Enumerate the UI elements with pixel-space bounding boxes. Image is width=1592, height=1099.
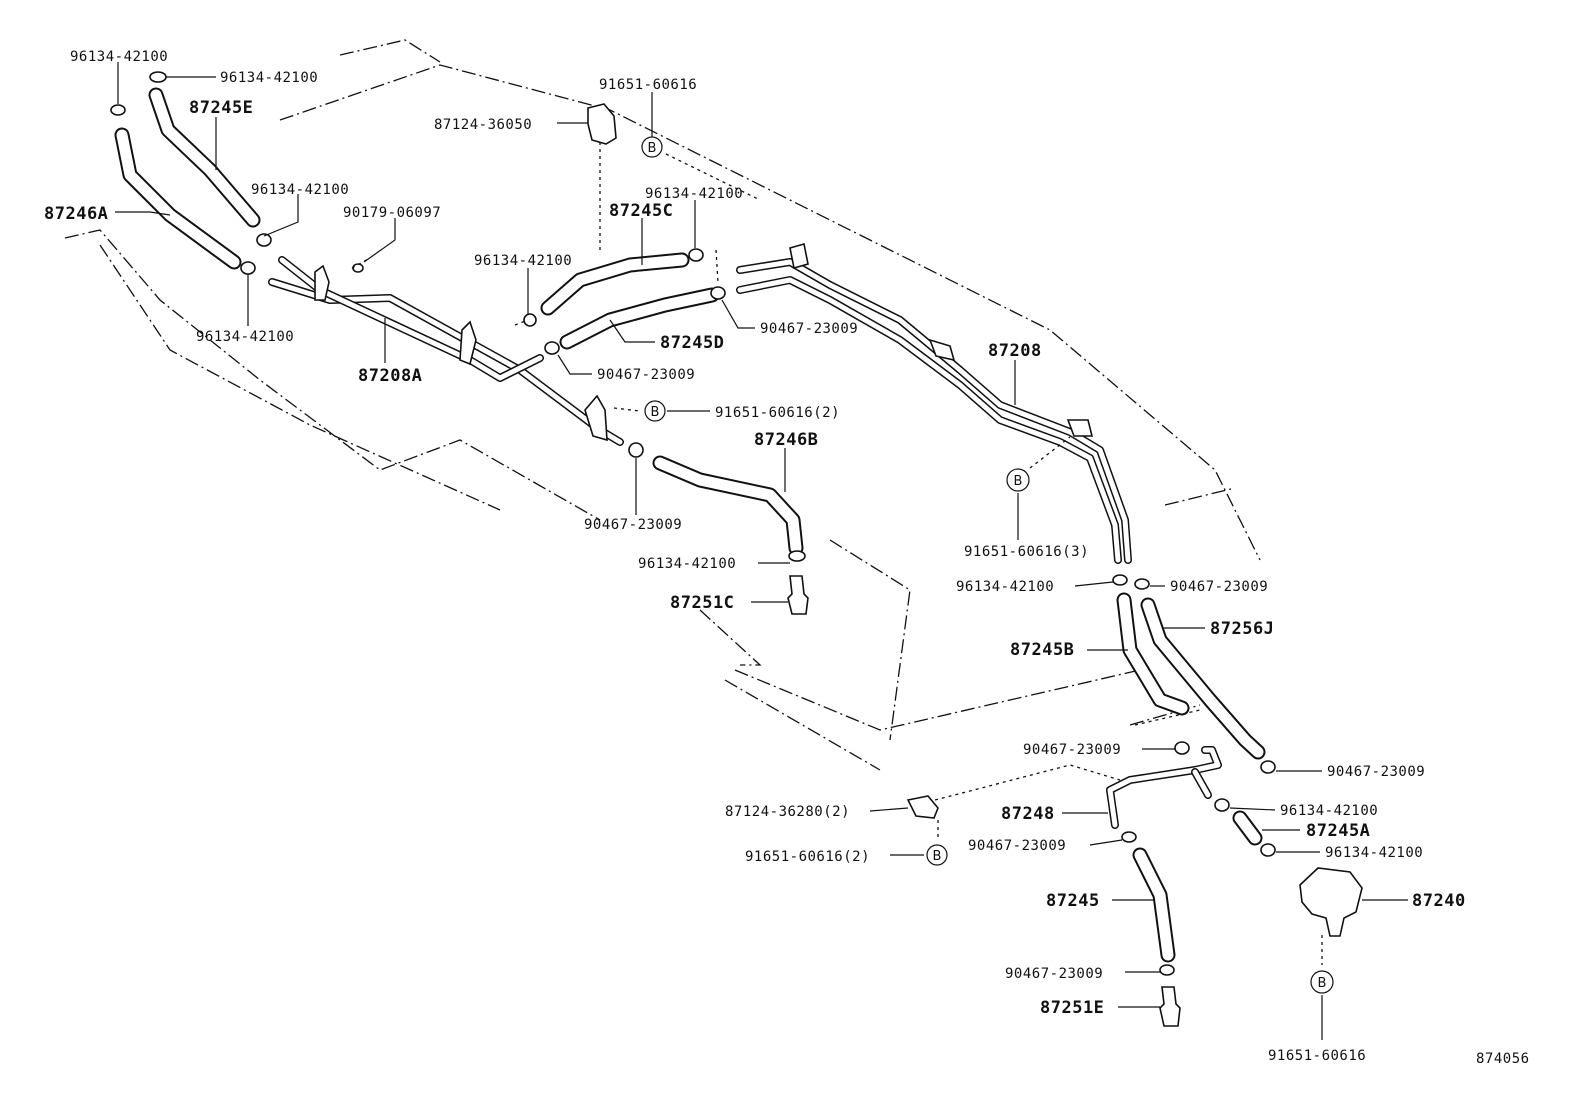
- svg-text:B: B: [651, 405, 660, 420]
- pipe-87208A: [268, 256, 624, 446]
- part-label: 90467-23009: [1327, 764, 1425, 780]
- clamp: [110, 104, 126, 116]
- clamp: [1214, 798, 1230, 812]
- part-label: 87245E: [189, 98, 253, 118]
- clamp: [352, 263, 364, 273]
- part-label: 91651-60616(2): [745, 849, 870, 865]
- clamp: [1260, 760, 1276, 774]
- part-label: 96134-42100: [645, 186, 743, 202]
- pipe-87208: [736, 242, 1132, 564]
- part-label: 90467-23009: [1005, 966, 1103, 982]
- part-label: 96134-42100: [638, 556, 736, 572]
- part-label: 96134-42100: [220, 70, 318, 86]
- pipe-bracket-b: [584, 394, 608, 442]
- part-label: 96134-42100: [1325, 845, 1423, 861]
- part-label: 96134-42100: [251, 182, 349, 198]
- part-label: 87246B: [754, 430, 818, 450]
- clamp: [1121, 831, 1137, 843]
- valve-87240: [1299, 867, 1363, 937]
- b-callout-icon: B: [1006, 468, 1030, 492]
- part-label: 91651-60616: [1268, 1048, 1366, 1064]
- leader-lines: [115, 62, 1408, 1040]
- part-label: 90467-23009: [1023, 742, 1121, 758]
- part-label: 90467-23009: [584, 517, 682, 533]
- part-label: 90467-23009: [968, 838, 1066, 854]
- parts: [587, 103, 1363, 1027]
- part-label: 87251C: [670, 593, 734, 613]
- part-label: 87245A: [1306, 821, 1370, 841]
- part-label: 91651-60616(2): [715, 405, 840, 421]
- reference-lines: [351, 142, 1323, 965]
- b-callout-icon: B: [926, 844, 948, 866]
- svg-text:B: B: [648, 141, 657, 156]
- bracket-87124-36050: [587, 103, 617, 145]
- part-label: 91651-60616(3): [964, 544, 1089, 560]
- union-87251E: [1159, 986, 1181, 1027]
- clamp: [544, 341, 560, 355]
- clamp: [1159, 964, 1175, 976]
- clamp: [1134, 578, 1150, 590]
- clamp: [240, 261, 256, 275]
- pipe-bracket-r3: [1066, 419, 1094, 437]
- part-label: 87124-36280(2): [725, 804, 850, 820]
- bracket-87124-36280: [906, 795, 939, 819]
- clamp: [628, 442, 644, 458]
- part-label: 96134-42100: [196, 329, 294, 345]
- part-label: 87124-36050: [434, 117, 532, 133]
- part-label: 87248: [1001, 804, 1055, 824]
- part-labels: 96134-42100 96134-42100 87245E 87246A 96…: [44, 49, 1530, 1067]
- clamp: [1174, 741, 1190, 755]
- body-outline: [64, 39, 1261, 771]
- b-callout-icon: B: [644, 400, 666, 422]
- union-87251C: [787, 575, 809, 615]
- b-callout-icon: B: [1310, 970, 1334, 994]
- part-label: 90467-23009: [1170, 579, 1268, 595]
- part-label: 90467-23009: [597, 367, 695, 383]
- pipe-bracket-r2: [928, 338, 956, 362]
- part-label: 96134-42100: [956, 579, 1054, 595]
- svg-text:B: B: [1014, 474, 1023, 489]
- part-label: 87245: [1046, 891, 1100, 911]
- part-label: 87208A: [358, 366, 422, 386]
- b-callouts: B B B B B: [641, 136, 1334, 994]
- clamp: [256, 233, 272, 247]
- clamp: [523, 313, 537, 327]
- hoses: [114, 87, 1266, 963]
- part-label: 96134-42100: [474, 253, 572, 269]
- part-label: 87256J: [1210, 619, 1274, 639]
- part-label: 87240: [1412, 891, 1466, 911]
- part-label: 87208: [988, 341, 1042, 361]
- part-label: 87251E: [1040, 998, 1104, 1018]
- clamp: [1260, 843, 1276, 857]
- clamps: [110, 71, 1276, 976]
- pipe-bracket-left: [314, 264, 330, 301]
- clamp: [788, 550, 806, 562]
- svg-text:B: B: [933, 849, 942, 864]
- svg-text:B: B: [1318, 976, 1327, 991]
- part-label: 90179-06097: [343, 205, 441, 221]
- clamp: [149, 71, 167, 83]
- part-label: 96134-42100: [1280, 803, 1378, 819]
- diagram-id: 874056: [1476, 1051, 1530, 1067]
- clamp: [710, 286, 726, 300]
- part-label: 87246A: [44, 204, 108, 224]
- pipe-bracket-mid: [459, 320, 477, 366]
- pipe-bracket-r1: [789, 242, 809, 270]
- part-label: 91651-60616: [599, 77, 697, 93]
- clamp: [1112, 574, 1128, 586]
- part-label: 87245C: [609, 201, 673, 221]
- clamp: [688, 248, 704, 262]
- part-label: 90467-23009: [760, 321, 858, 337]
- b-callout-icon: B: [641, 136, 663, 158]
- part-label: 96134-42100: [70, 49, 168, 65]
- part-label: 87245B: [1010, 640, 1074, 660]
- part-label: 87245D: [660, 333, 724, 353]
